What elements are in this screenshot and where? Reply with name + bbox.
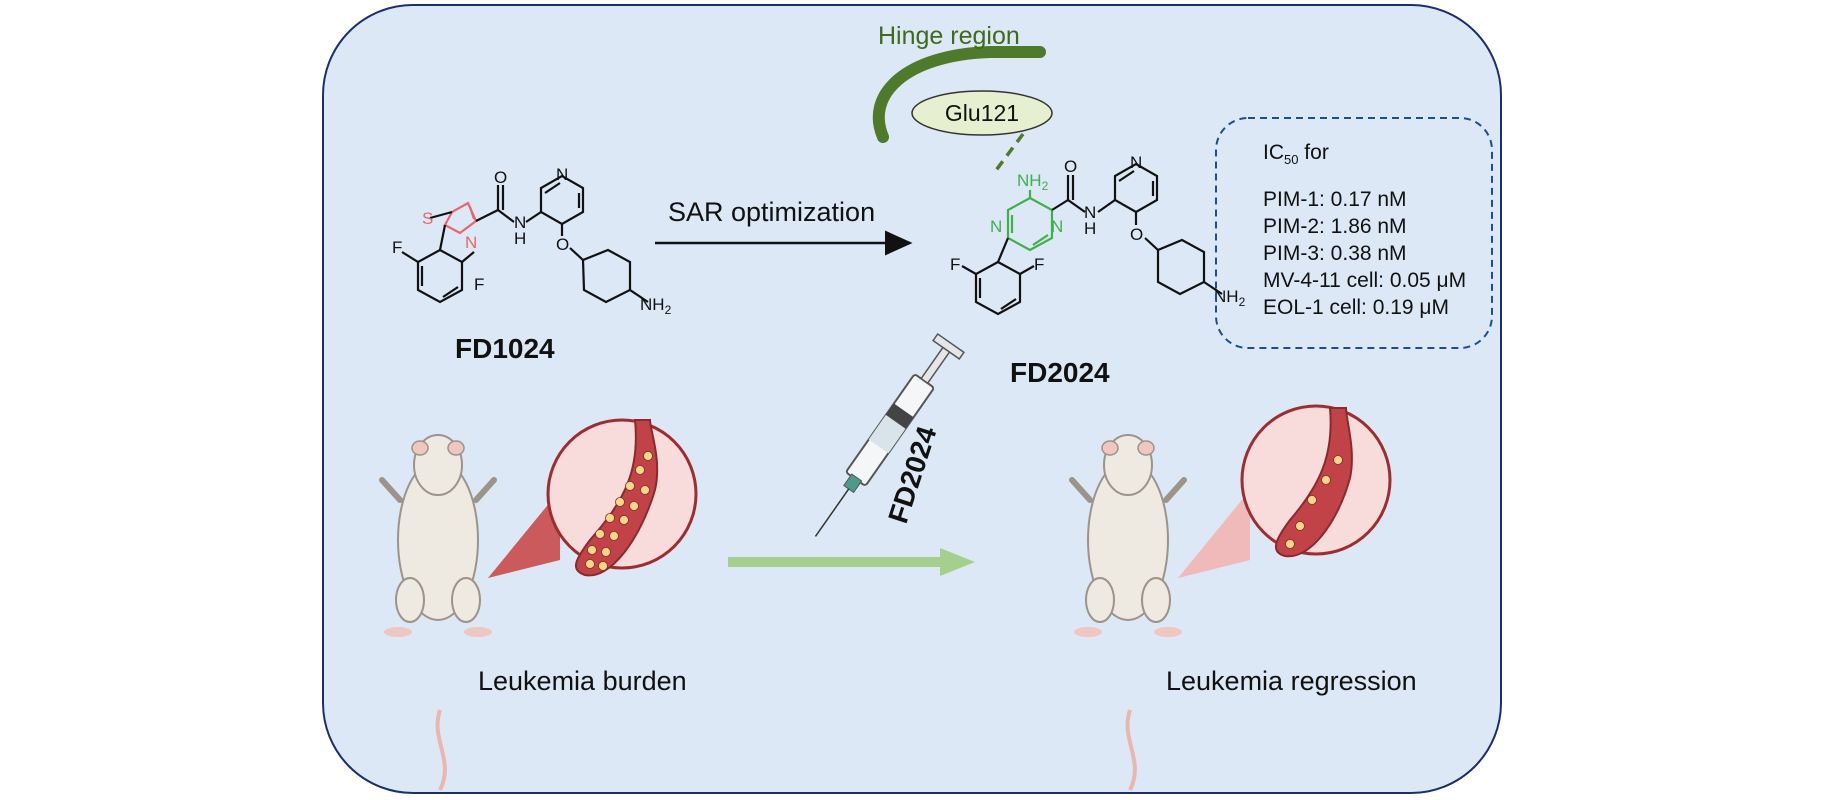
ic50-line-mv411: MV-4-11 cell: 0.05 μM (1263, 269, 1467, 292)
fd1024-f1: F (392, 238, 402, 257)
fd1024-pyridine-n: N (556, 165, 568, 184)
fd2024-ring-n1: N (990, 217, 1002, 236)
fd2024-nh2-top: NH2 (1017, 171, 1049, 193)
fd2024-structure (961, 162, 1223, 316)
fd2024-ether-o: O (1130, 225, 1143, 244)
zoom-wedge-left (488, 490, 560, 578)
sar-label: SAR optimization (668, 197, 875, 227)
ic50-line-pim3: PIM-3: 0.38 nM (1263, 242, 1407, 265)
fd2024-o: O (1064, 157, 1077, 176)
left-caption: Leukemia burden (478, 666, 687, 696)
ic50-title: IC50 for (1263, 141, 1329, 168)
glu121-label: Glu121 (945, 100, 1019, 126)
mouse-right (1069, 434, 1187, 791)
fd2024-name: FD2024 (1010, 357, 1110, 388)
fd2024-h: H (1084, 219, 1096, 238)
mouse-left (379, 434, 497, 791)
fd1024-ring-n: N (465, 233, 477, 252)
fd1024-o: O (494, 168, 507, 187)
fd1024-atoms: O N H N O S N F F NH2 (392, 165, 672, 317)
zoom-wedge-right (1178, 490, 1250, 578)
fd2024-f2: F (1034, 255, 1044, 274)
hinge-region-arc (872, 46, 1046, 143)
fd2024-pyridine-n: N (1130, 153, 1142, 172)
right-caption: Leukemia regression (1166, 666, 1417, 696)
fd1024-s: S (422, 209, 433, 228)
fd2024-f1: F (950, 255, 960, 274)
fd2024-ring-n2: N (1051, 217, 1063, 236)
fd2024-atoms: NH2 O N H N O N N F F NH2 (950, 153, 1246, 309)
fd1024-name: FD1024 (455, 333, 555, 364)
green-arrow-head (940, 548, 975, 576)
fd1024-ether-o: O (556, 235, 569, 254)
glu121-ellipse (911, 90, 1053, 136)
vessel-zoom-right (1240, 404, 1392, 558)
fd2024-amine: NH2 (1214, 287, 1246, 309)
fd2024-n: N (1084, 203, 1096, 222)
hbond-dash (992, 132, 1025, 175)
vessel-zoom-left (546, 418, 698, 577)
fd1024-h: H (514, 229, 526, 248)
fd1024-f2: F (474, 275, 484, 294)
hinge-label: Hinge region (878, 22, 1020, 50)
fd1024-n: N (514, 213, 526, 232)
ic50-line-pim2: PIM-2: 1.86 nM (1263, 215, 1407, 238)
fd1024-amine: NH2 (640, 295, 672, 317)
fd1024-structure (401, 174, 649, 304)
ic50-line-eol1: EOL-1 cell: 0.19 μM (1263, 296, 1450, 319)
syringe-icon (814, 332, 965, 537)
ic50-line-pim1: PIM-1: 0.17 nM (1263, 188, 1407, 211)
